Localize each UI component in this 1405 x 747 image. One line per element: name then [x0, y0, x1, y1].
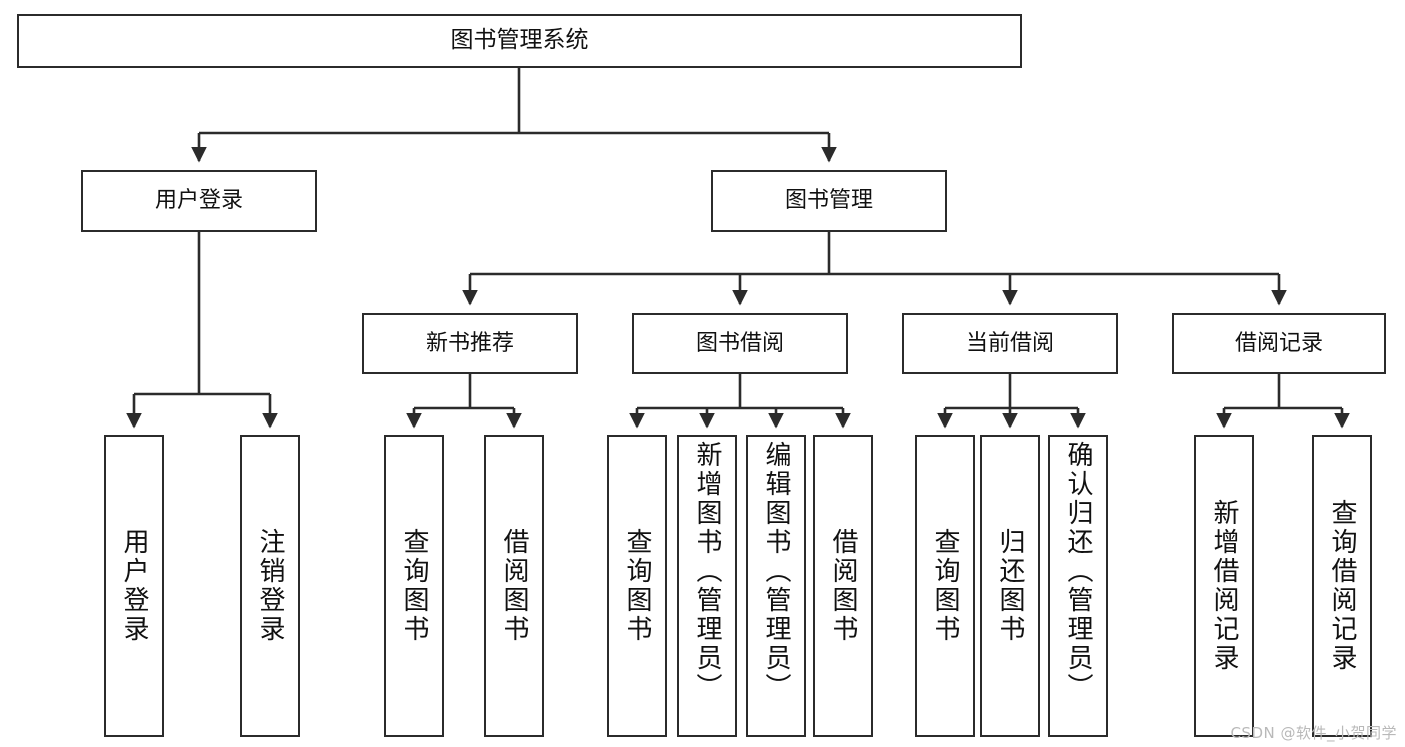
- node-label: 用户登录: [119, 528, 149, 644]
- node-label: 新增借阅记录: [1209, 499, 1239, 673]
- node-root-book-management-system[interactable]: 图书管理系统: [17, 14, 1022, 68]
- node-label: 借阅记录: [1234, 330, 1323, 356]
- node-label: 归还图书: [995, 528, 1025, 644]
- leaf-borrow-book[interactable]: 借阅图书: [813, 435, 873, 737]
- node-label: 图书借阅: [695, 330, 784, 356]
- node-new-book-recommendation[interactable]: 新书推荐: [362, 313, 578, 374]
- leaf-query-borrow-record[interactable]: 查询借阅记录: [1312, 435, 1372, 737]
- node-label: 注销登录: [255, 528, 285, 644]
- node-label: 当前借阅: [965, 330, 1054, 356]
- node-label: 编辑图书（管理员）: [761, 441, 791, 702]
- node-label: 查询图书: [930, 528, 960, 644]
- node-label: 用户登录: [154, 188, 243, 214]
- node-label: 新增图书（管理员）: [692, 441, 722, 702]
- node-book-borrowing[interactable]: 图书借阅: [632, 313, 848, 374]
- watermark: CSDN @软件_小贺同学: [1230, 724, 1397, 742]
- node-label: 图书管理系统: [450, 27, 589, 54]
- leaf-query-book-borrow[interactable]: 查询图书: [607, 435, 667, 737]
- node-label: 查询借阅记录: [1327, 499, 1357, 673]
- node-label: 图书管理: [784, 188, 873, 214]
- leaf-query-book-new[interactable]: 查询图书: [384, 435, 444, 737]
- leaf-add-borrow-record[interactable]: 新增借阅记录: [1194, 435, 1254, 737]
- leaf-user-login[interactable]: 用户登录: [104, 435, 164, 737]
- leaf-user-logout[interactable]: 注销登录: [240, 435, 300, 737]
- node-label: 查询图书: [399, 528, 429, 644]
- node-book-management[interactable]: 图书管理: [711, 170, 947, 232]
- node-label: 确认归还（管理员）: [1063, 441, 1093, 702]
- leaf-add-book-admin[interactable]: 新增图书（管理员）: [677, 435, 737, 737]
- node-user-login[interactable]: 用户登录: [81, 170, 317, 232]
- leaf-query-book-current[interactable]: 查询图书: [915, 435, 975, 737]
- leaf-confirm-return-admin[interactable]: 确认归还（管理员）: [1048, 435, 1108, 737]
- node-label: 借阅图书: [828, 528, 858, 644]
- node-current-borrowing[interactable]: 当前借阅: [902, 313, 1118, 374]
- node-borrowing-record[interactable]: 借阅记录: [1172, 313, 1386, 374]
- node-label: 查询图书: [622, 528, 652, 644]
- leaf-borrow-book-new[interactable]: 借阅图书: [484, 435, 544, 737]
- leaf-edit-book-admin[interactable]: 编辑图书（管理员）: [746, 435, 806, 737]
- leaf-return-book[interactable]: 归还图书: [980, 435, 1040, 737]
- node-label: 新书推荐: [425, 330, 514, 356]
- node-label: 借阅图书: [499, 528, 529, 644]
